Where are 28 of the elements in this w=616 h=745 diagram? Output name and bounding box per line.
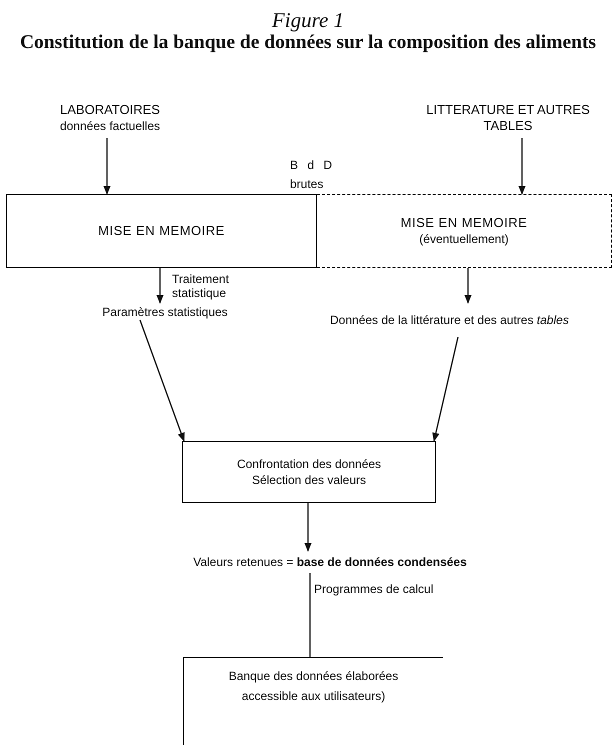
annotation: B d D	[290, 158, 336, 173]
process-box	[182, 441, 436, 503]
source-heading: LITTERATURE ET AUTRES TABLES	[425, 102, 591, 134]
process-box-text: MISE EN MEMOIRE	[400, 215, 528, 231]
open-box	[183, 657, 443, 745]
arrow	[139, 320, 185, 442]
data-text: Paramètres statistiques	[102, 304, 228, 320]
arrow	[518, 138, 526, 195]
arrow	[103, 138, 111, 195]
database-text: Banque des données élaborées	[228, 668, 398, 684]
data-text: Données de la littérature et des autres tables	[330, 312, 569, 328]
database-note: accessible aux utilisateurs)	[242, 688, 386, 704]
annotation: brutes	[290, 177, 324, 192]
process-box-text: Sélection des valeurs	[252, 472, 366, 488]
dashed-process-box	[317, 194, 612, 268]
source-subtitle: données factuelles	[60, 118, 160, 134]
arrow	[304, 503, 312, 552]
figure-number: Figure 1	[270, 8, 346, 33]
source-heading: LABORATOIRES	[60, 102, 160, 118]
arrow	[464, 268, 472, 304]
title: Constitution de la banque de données sur la composition des aliments	[18, 32, 598, 53]
arrow	[432, 336, 459, 442]
process-box-text: MISE EN MEMOIRE	[98, 223, 225, 239]
process-box-text: Confrontation des données	[236, 456, 382, 472]
process-box-note: (éventuellement)	[419, 231, 509, 247]
process-box	[6, 194, 317, 268]
arrow	[156, 268, 164, 304]
result-text: Valeurs retenues = base de données condensées	[193, 554, 467, 570]
